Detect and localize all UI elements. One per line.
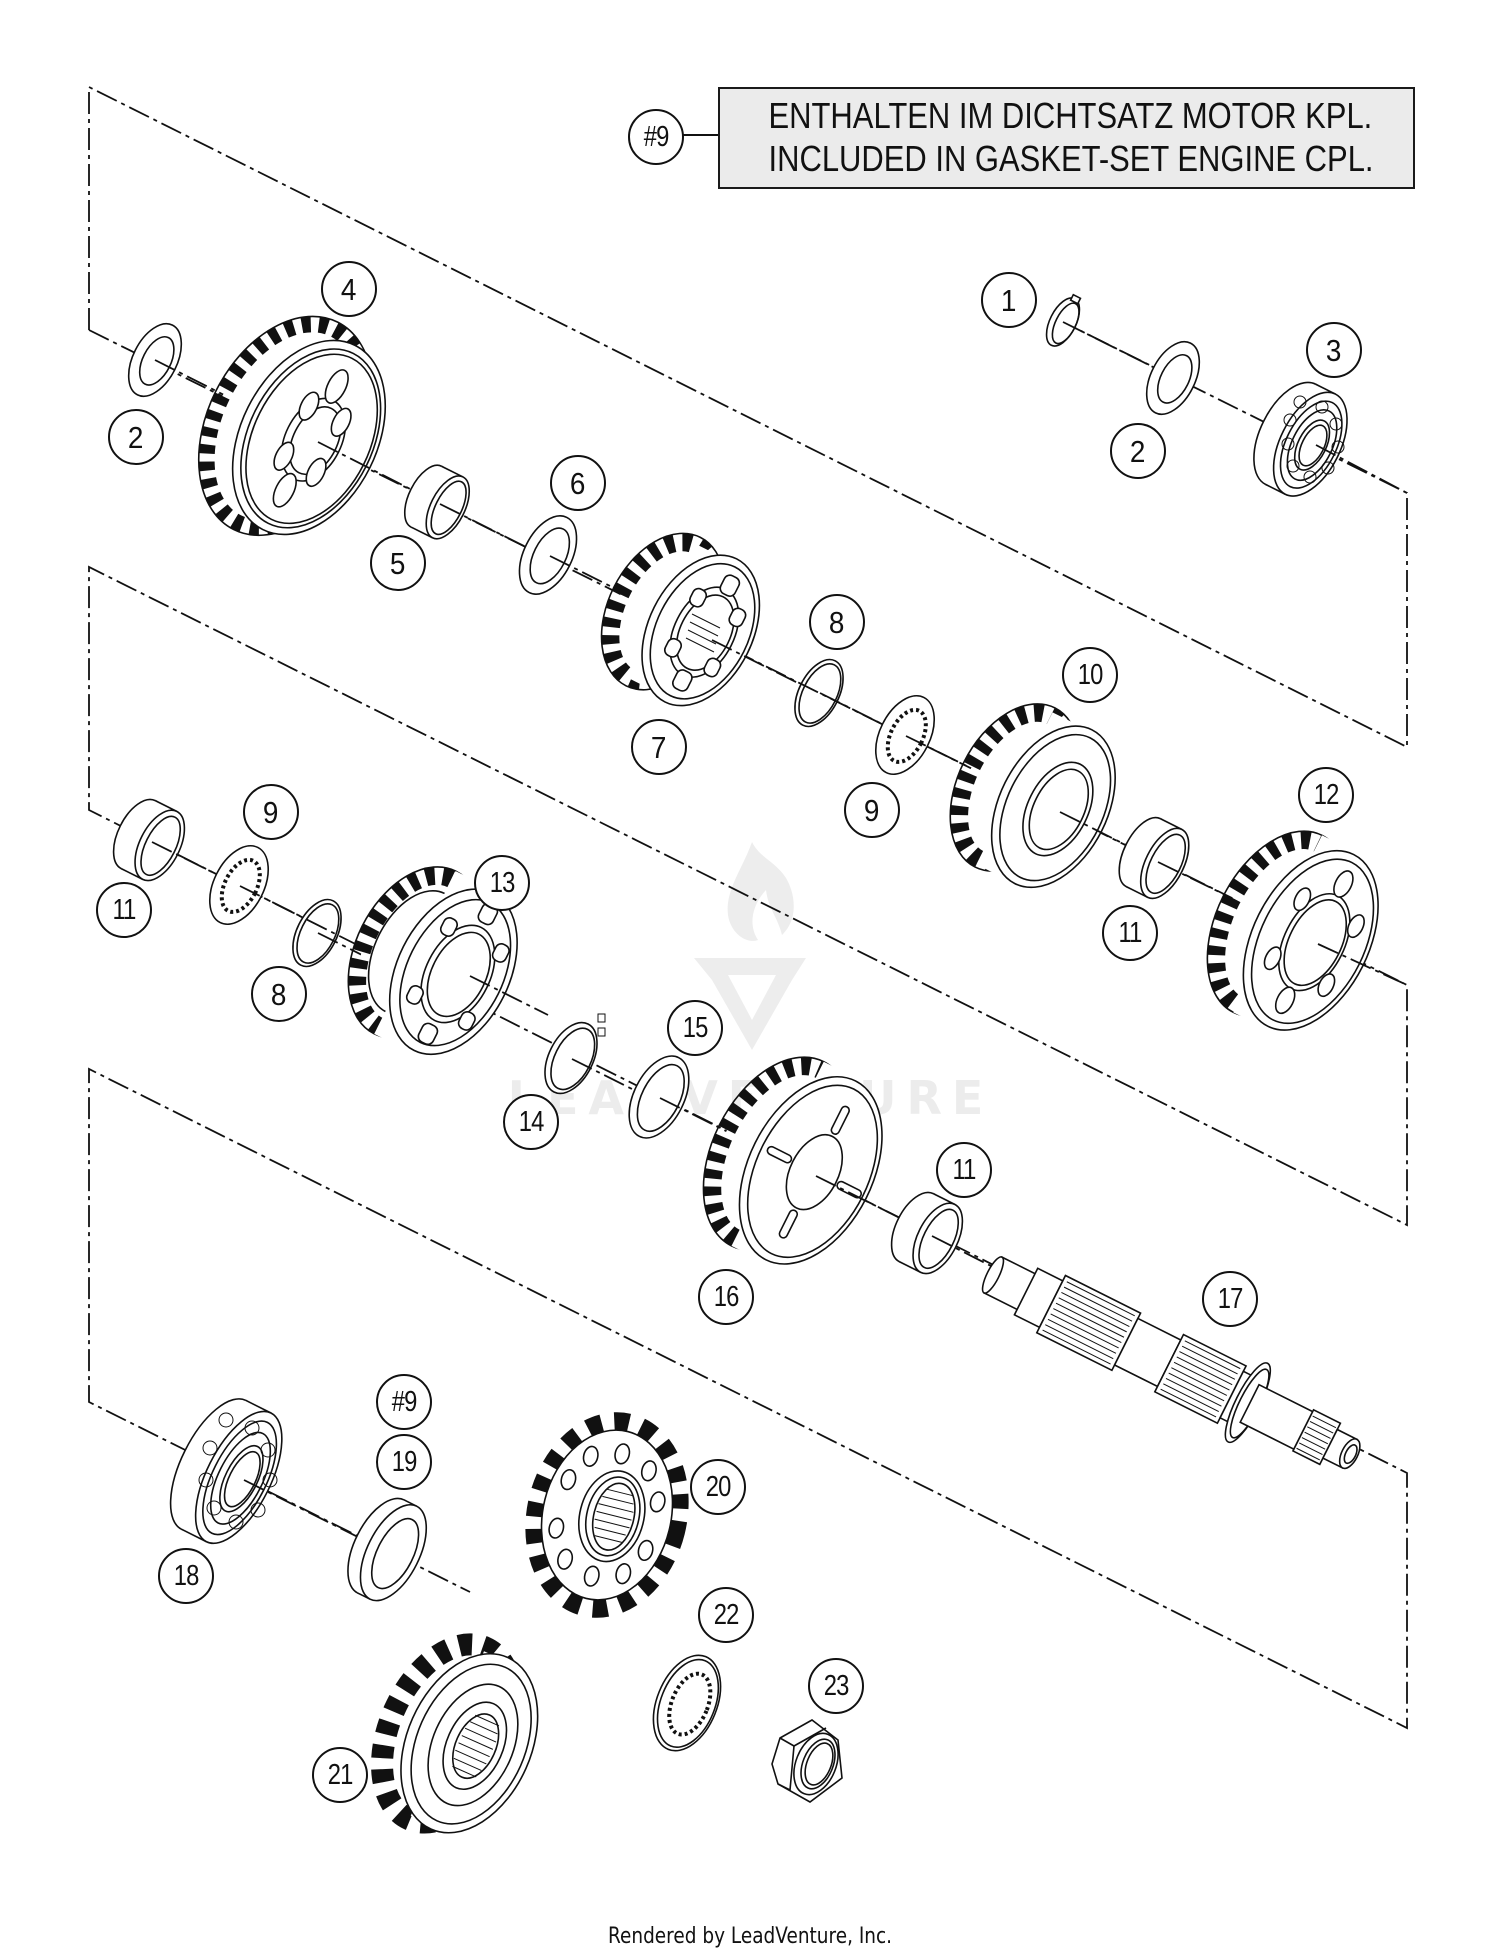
part-21-sprocket: [371, 1633, 539, 1834]
part-19-seal: [347, 1497, 428, 1602]
watermark-logo: [694, 842, 806, 1050]
callout-18[interactable]: 18: [158, 1548, 214, 1604]
callout-4[interactable]: 4: [321, 261, 377, 317]
callout-17[interactable]: 17: [1202, 1271, 1258, 1327]
note-line-english: INCLUDED IN GASKET-SET ENGINE CPL.: [768, 138, 1374, 179]
callout-14[interactable]: 14: [503, 1094, 559, 1150]
part-5-bushing: [403, 464, 471, 540]
callout-9-ref-lower[interactable]: #9: [376, 1374, 432, 1430]
callout-21[interactable]: 21: [312, 1747, 368, 1803]
callout-8-upper[interactable]: 8: [809, 594, 865, 650]
part-9-washer-upper: [874, 695, 936, 775]
callout-note-ref[interactable]: #9: [628, 109, 684, 165]
part-12-gear: [1206, 830, 1379, 1031]
callout-11-left[interactable]: 11: [96, 882, 152, 938]
part-11-bushing-left: [112, 798, 186, 882]
note-box: ENTHALTEN IM DICHTSATZ MOTOR KPL. INCLUD…: [718, 87, 1415, 189]
part-20-sprocket: [525, 1412, 689, 1618]
part-8-ring-upper: [794, 658, 844, 728]
callout-2-right[interactable]: 2: [1110, 423, 1166, 479]
callout-23[interactable]: 23: [808, 1658, 864, 1714]
callout-12[interactable]: 12: [1298, 767, 1354, 823]
part-4-gear: [197, 315, 387, 537]
part-15-washer: [628, 1055, 690, 1139]
callout-9-upper[interactable]: 9: [844, 782, 900, 838]
callout-7[interactable]: 7: [631, 719, 687, 775]
callout-11-upper[interactable]: 11: [1102, 905, 1158, 961]
callout-2-left[interactable]: 2: [108, 409, 164, 465]
part-7-gear: [600, 532, 761, 707]
callout-15[interactable]: 15: [667, 1000, 723, 1056]
callout-16[interactable]: 16: [698, 1269, 754, 1325]
callout-1[interactable]: 1: [981, 272, 1037, 328]
part-14-circlip: [544, 1021, 598, 1095]
circlip-lugs: [597, 1013, 606, 1037]
part-17-shaft: [981, 1256, 1361, 1470]
callout-11-lower[interactable]: 11: [936, 1142, 992, 1198]
callout-5[interactable]: 5: [370, 535, 426, 591]
part-22-lock-washer: [652, 1654, 722, 1752]
callout-8-left[interactable]: 8: [251, 966, 307, 1022]
part-16-gear: [702, 1056, 883, 1265]
callout-13[interactable]: 13: [474, 855, 530, 911]
part-1-circlip: [1045, 293, 1082, 347]
part-11-bushing-lower: [890, 1191, 964, 1275]
callout-22[interactable]: 22: [698, 1587, 754, 1643]
note-line-german: ENTHALTEN IM DICHTSATZ MOTOR KPL.: [768, 95, 1373, 136]
part-13-gear: [347, 866, 518, 1056]
part-18-bearing: [169, 1398, 283, 1545]
callout-20[interactable]: 20: [690, 1459, 746, 1515]
callout-3[interactable]: 3: [1306, 322, 1362, 378]
note-connector-line: [682, 134, 718, 136]
part-3-bearing: [1253, 381, 1408, 497]
part-9-washer-left: [208, 845, 270, 925]
part-11-bushing-upper: [1118, 816, 1190, 900]
part-23-nut: [771, 1719, 843, 1803]
callout-10[interactable]: 10: [1062, 647, 1118, 703]
part-8-ring-left: [292, 898, 342, 968]
footer-credit: Rendered by LeadVenture, Inc.: [607, 1924, 893, 1949]
callout-6[interactable]: 6: [550, 455, 606, 511]
part-10-gear: [949, 703, 1116, 889]
part-6-washer: [518, 515, 578, 595]
callout-9-left[interactable]: 9: [243, 784, 299, 840]
part-2-washer-right: [1145, 340, 1201, 416]
callout-19[interactable]: 19: [376, 1434, 432, 1490]
